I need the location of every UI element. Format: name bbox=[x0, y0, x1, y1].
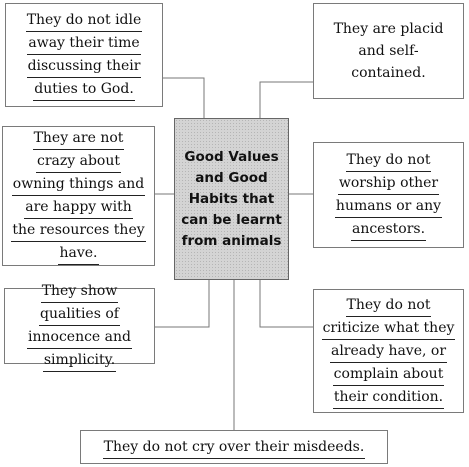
box-line: criticize what they bbox=[321, 317, 456, 340]
box-line: humans or any bbox=[334, 195, 443, 218]
box-line: complain about bbox=[332, 363, 445, 386]
connector-lower-right bbox=[259, 280, 313, 328]
box-line: discussing their bbox=[26, 55, 142, 78]
box-line: are happy with bbox=[24, 196, 133, 219]
box-mid-left: They are not crazy about owning things a… bbox=[2, 126, 155, 266]
center-title-line: Good Values bbox=[184, 148, 279, 165]
box-bottom: They do not cry over their misdeeds. bbox=[80, 430, 388, 464]
box-lower-left: They show qualities of innocence and sim… bbox=[4, 283, 155, 372]
box-line: They do not bbox=[345, 149, 432, 172]
connector-top-left bbox=[163, 77, 205, 118]
center-box: Good Values and Good Habits that can be … bbox=[174, 118, 289, 280]
box-line: already have, or bbox=[329, 340, 448, 363]
center-title-line: Habits that bbox=[188, 190, 275, 207]
box-line: They show bbox=[40, 280, 119, 303]
box-line: crazy about bbox=[36, 150, 121, 173]
box-line: ancestors. bbox=[350, 218, 427, 241]
box-line: their condition. bbox=[332, 386, 445, 409]
box-line: qualities of bbox=[39, 303, 120, 326]
center-title-line: and Good bbox=[195, 169, 268, 186]
box-line: They are not bbox=[32, 127, 125, 150]
box-mid-right: They do not worship other humans or any … bbox=[313, 142, 464, 248]
box-line: away their time bbox=[27, 32, 141, 55]
center-title-line: from animals bbox=[181, 232, 282, 249]
box-line: worship other bbox=[337, 172, 440, 195]
box-line: and self- bbox=[358, 43, 419, 59]
center-title-line: can be learnt bbox=[181, 211, 282, 228]
box-top-left: They do not idle away their time discuss… bbox=[5, 3, 163, 107]
box-line: have. bbox=[58, 242, 99, 265]
box-line: They do not cry over their misdeeds. bbox=[102, 436, 366, 459]
connector-top-right bbox=[259, 81, 313, 118]
box-line: They do not idle bbox=[25, 9, 143, 32]
box-line: They are placid bbox=[333, 21, 444, 37]
box-line: duties to God. bbox=[33, 78, 135, 101]
box-line: contained. bbox=[351, 65, 426, 81]
box-line: simplicity. bbox=[42, 349, 117, 372]
connector-lower-left bbox=[155, 280, 210, 328]
box-line: the resources they bbox=[11, 219, 146, 242]
box-line: innocence and bbox=[27, 326, 132, 349]
box-line: owning things and bbox=[11, 173, 146, 196]
box-lower-right: They do not criticize what they already … bbox=[313, 289, 464, 413]
box-line: They do not bbox=[345, 294, 432, 317]
box-top-right: They are placid and self- contained. bbox=[313, 3, 464, 99]
